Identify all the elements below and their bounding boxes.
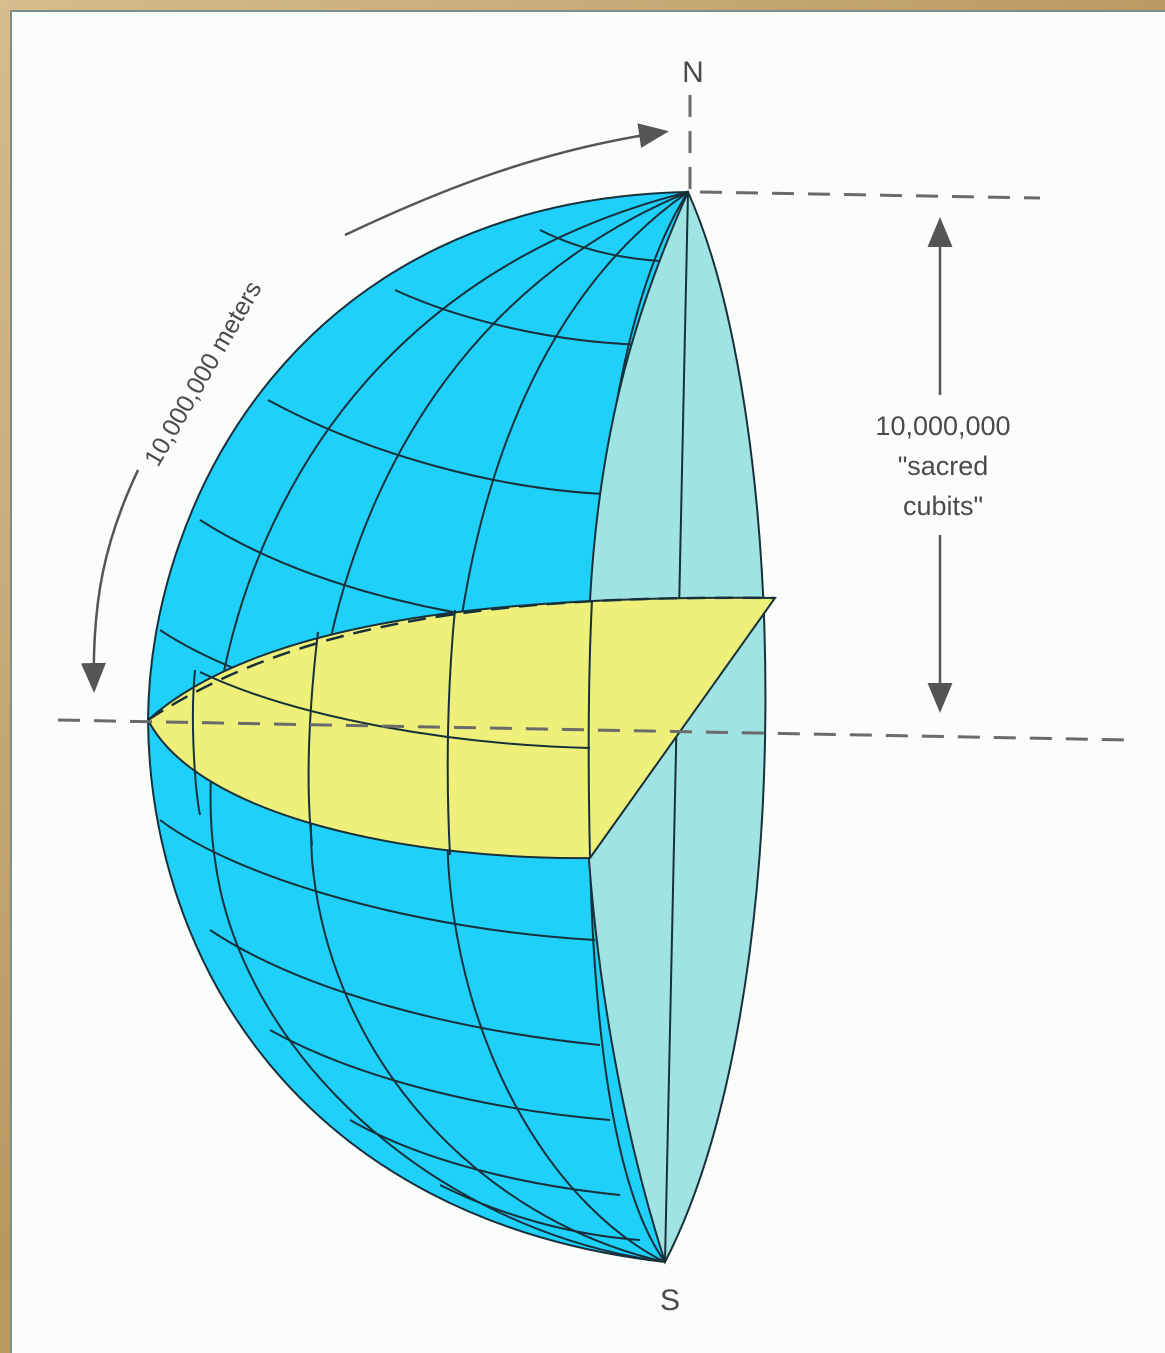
surface-distance-arrow — [344, 123, 669, 237]
south-label: S — [660, 1284, 680, 1317]
equator-dashed-rim — [147, 596, 776, 722]
reference-dashed-lines — [57, 95, 1131, 742]
vertical-distance-line2: "sacred — [898, 451, 989, 481]
north-label: N — [682, 56, 704, 89]
vertical-distance-line3: cubits" — [903, 491, 983, 521]
equatorial-grid — [191, 599, 593, 859]
surface-distance-arrow-lower — [80, 469, 140, 693]
vertical-distance-line1: 10,000,000 — [875, 411, 1010, 441]
